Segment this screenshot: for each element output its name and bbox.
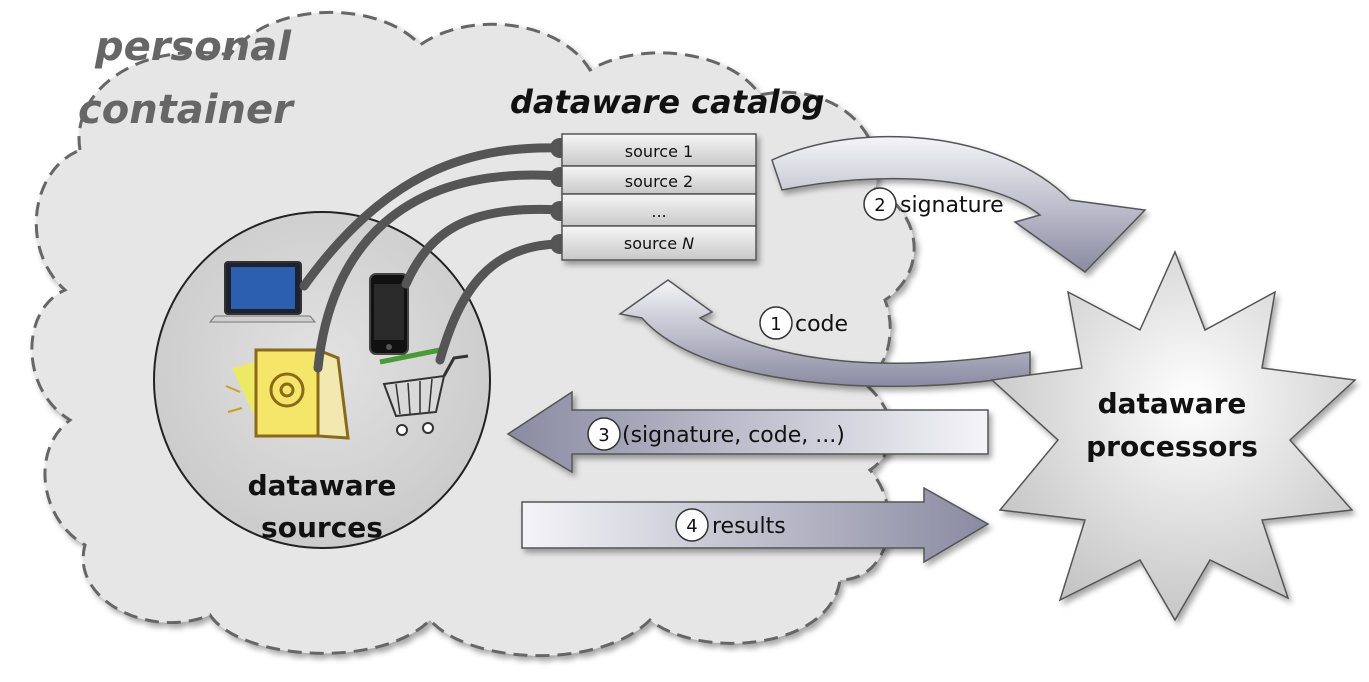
container-label-line2: container <box>78 87 295 133</box>
container-label-line1: personal <box>94 24 292 70</box>
sources-label-line2: sources <box>261 511 383 544</box>
step-1-text: code <box>795 312 848 337</box>
safe-icon <box>225 347 350 440</box>
step-3-label: 3 (signature, code, ...) <box>587 417 845 451</box>
arrow-signature <box>771 135 1147 273</box>
cable-laptop <box>299 143 565 291</box>
cable-cart <box>435 239 565 365</box>
step-1-label: 1 code <box>759 306 848 340</box>
step-4-label: 4 results <box>675 508 786 542</box>
catalog-row <box>561 225 757 261</box>
catalog-row-label: source N <box>624 234 694 253</box>
shopping-cart-icon <box>379 347 469 436</box>
step-3-text: (signature, code, ...) <box>622 423 845 448</box>
step-2-label: 2 signature <box>863 187 1004 221</box>
step-2-text: signature <box>900 193 1004 218</box>
catalog-table <box>561 133 757 261</box>
catalog-row-label: source 2 <box>625 172 693 191</box>
catalog-row <box>561 165 757 195</box>
step-1-number: 1 <box>770 314 781 335</box>
catalog-row <box>561 193 757 227</box>
data-cables <box>299 143 565 373</box>
arrow-code <box>618 279 1031 388</box>
step-2-number: 2 <box>874 195 885 216</box>
processors-star <box>990 250 1357 622</box>
processors-label-line2: processors <box>1086 430 1258 463</box>
step-4-number: 4 <box>686 516 697 537</box>
catalog-row <box>561 133 757 167</box>
processors-label-line1: dataware <box>1098 387 1247 420</box>
arrow-results <box>521 486 990 564</box>
cable-phone <box>401 204 565 289</box>
step-4-text: results <box>712 514 786 539</box>
phone-icon <box>369 273 409 355</box>
sources-label-line1: dataware <box>248 469 397 502</box>
catalog-row-label: source 1 <box>625 142 693 161</box>
catalog-row-label: ... <box>651 202 666 221</box>
laptop-icon <box>208 261 317 323</box>
cable-safe <box>313 170 565 373</box>
step-3-number: 3 <box>598 425 609 446</box>
arrow-request <box>506 390 989 474</box>
catalog-title: dataware catalog <box>510 83 824 121</box>
